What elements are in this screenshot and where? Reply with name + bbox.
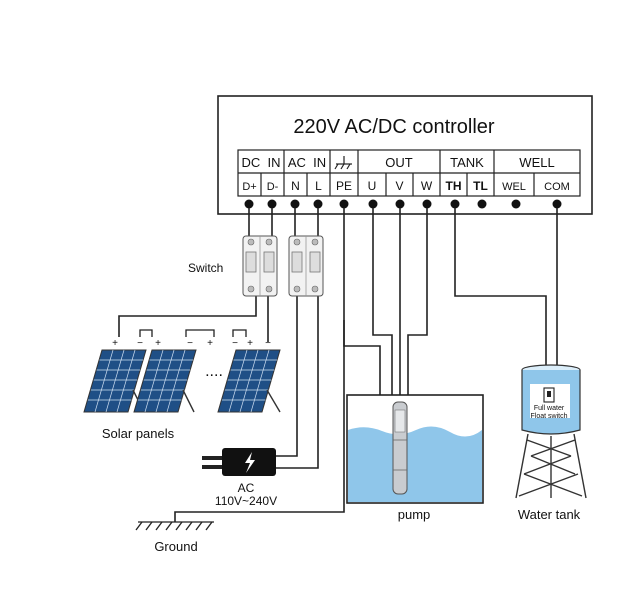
svg-text:+: + — [247, 338, 253, 349]
ac-label: AC — [238, 481, 255, 495]
panel-polarity-marks: + − + − + − + − — [112, 338, 271, 349]
wire-u-pump — [372, 208, 393, 395]
pump-label: pump — [398, 507, 431, 522]
pin-label-pe: PE — [336, 179, 352, 193]
terminal-n — [290, 199, 300, 209]
switch-label: Switch — [188, 261, 223, 275]
pin-label-u: U — [368, 179, 377, 193]
ac-breaker — [288, 235, 324, 297]
svg-text:−: − — [232, 338, 238, 349]
submersible-pump — [392, 401, 408, 495]
svg-text:−: − — [187, 338, 193, 349]
solar-panels-label: Solar panels — [102, 426, 175, 441]
terminal-com — [552, 199, 562, 209]
ground-label: Ground — [154, 539, 197, 554]
wire-w-pump — [407, 208, 428, 395]
pin-label-com: COM — [544, 181, 570, 193]
solar-panel-3 — [217, 349, 281, 413]
svg-text:+: + — [155, 338, 161, 349]
group-label-ac-in: AC IN — [288, 155, 326, 170]
wire-th-tank — [454, 208, 547, 368]
ground-symbol — [135, 521, 214, 531]
terminal-table — [237, 149, 581, 197]
terminal-d-plus — [244, 199, 254, 209]
svg-text:+: + — [207, 338, 213, 349]
terminal-u — [368, 199, 378, 209]
pin-label-th: TH — [446, 179, 462, 193]
water-tank-label: Water tank — [518, 507, 581, 522]
pin-label-l: L — [315, 179, 322, 193]
dc-switch — [242, 235, 278, 297]
terminal-l — [313, 199, 323, 209]
solar-panel-1 — [83, 349, 147, 413]
terminal-dots — [244, 199, 562, 209]
pin-label-d-plus: D+ — [242, 181, 256, 193]
group-label-well: WELL — [519, 155, 554, 170]
terminal-v — [395, 199, 405, 209]
earth-ground-icon — [334, 156, 352, 170]
wire-pe-ground — [174, 208, 345, 522]
pin-label-wel: WEL — [502, 181, 526, 193]
terminal-tl — [477, 199, 487, 209]
svg-text:+: + — [112, 338, 118, 349]
wire-breaker-to-ac-2 — [276, 296, 319, 469]
controller-box — [217, 95, 593, 215]
controller-title: 220V AC/DC controller — [293, 116, 495, 138]
wire-pe-loop — [343, 320, 381, 395]
svg-text:−: − — [137, 338, 143, 349]
wire-switch-to-panel-plus — [118, 296, 257, 337]
ac-plug — [202, 448, 276, 476]
lightning-icon — [245, 452, 255, 473]
wire-breaker-to-ac-1 — [276, 296, 298, 457]
terminal-th — [450, 199, 460, 209]
group-label-tank: TANK — [450, 155, 484, 170]
pin-label-n: N — [291, 179, 300, 193]
svg-text:−: − — [265, 338, 271, 349]
solar-panel-2 — [133, 349, 197, 413]
pin-label-v: V — [395, 179, 403, 193]
terminal-w — [422, 199, 432, 209]
full-water-label: Full water — [534, 405, 565, 412]
panel-ellipsis: .... — [205, 363, 223, 380]
group-label-dc-in: DC IN — [242, 155, 281, 170]
pin-label-d-minus: D- — [267, 181, 279, 193]
terminal-pe — [339, 199, 349, 209]
pump-well — [346, 394, 484, 504]
pin-label-w: W — [421, 179, 433, 193]
pin-label-tl: TL — [473, 179, 488, 193]
group-label-out: OUT — [385, 155, 413, 170]
float-switch-label: Float switch — [531, 413, 568, 420]
wires — [118, 208, 558, 522]
panel-interconnect — [139, 329, 247, 337]
terminal-d-minus — [267, 199, 277, 209]
ac-voltage-label: 110V~240V — [215, 494, 277, 508]
water-tower — [515, 364, 587, 499]
terminal-wel — [511, 199, 521, 209]
